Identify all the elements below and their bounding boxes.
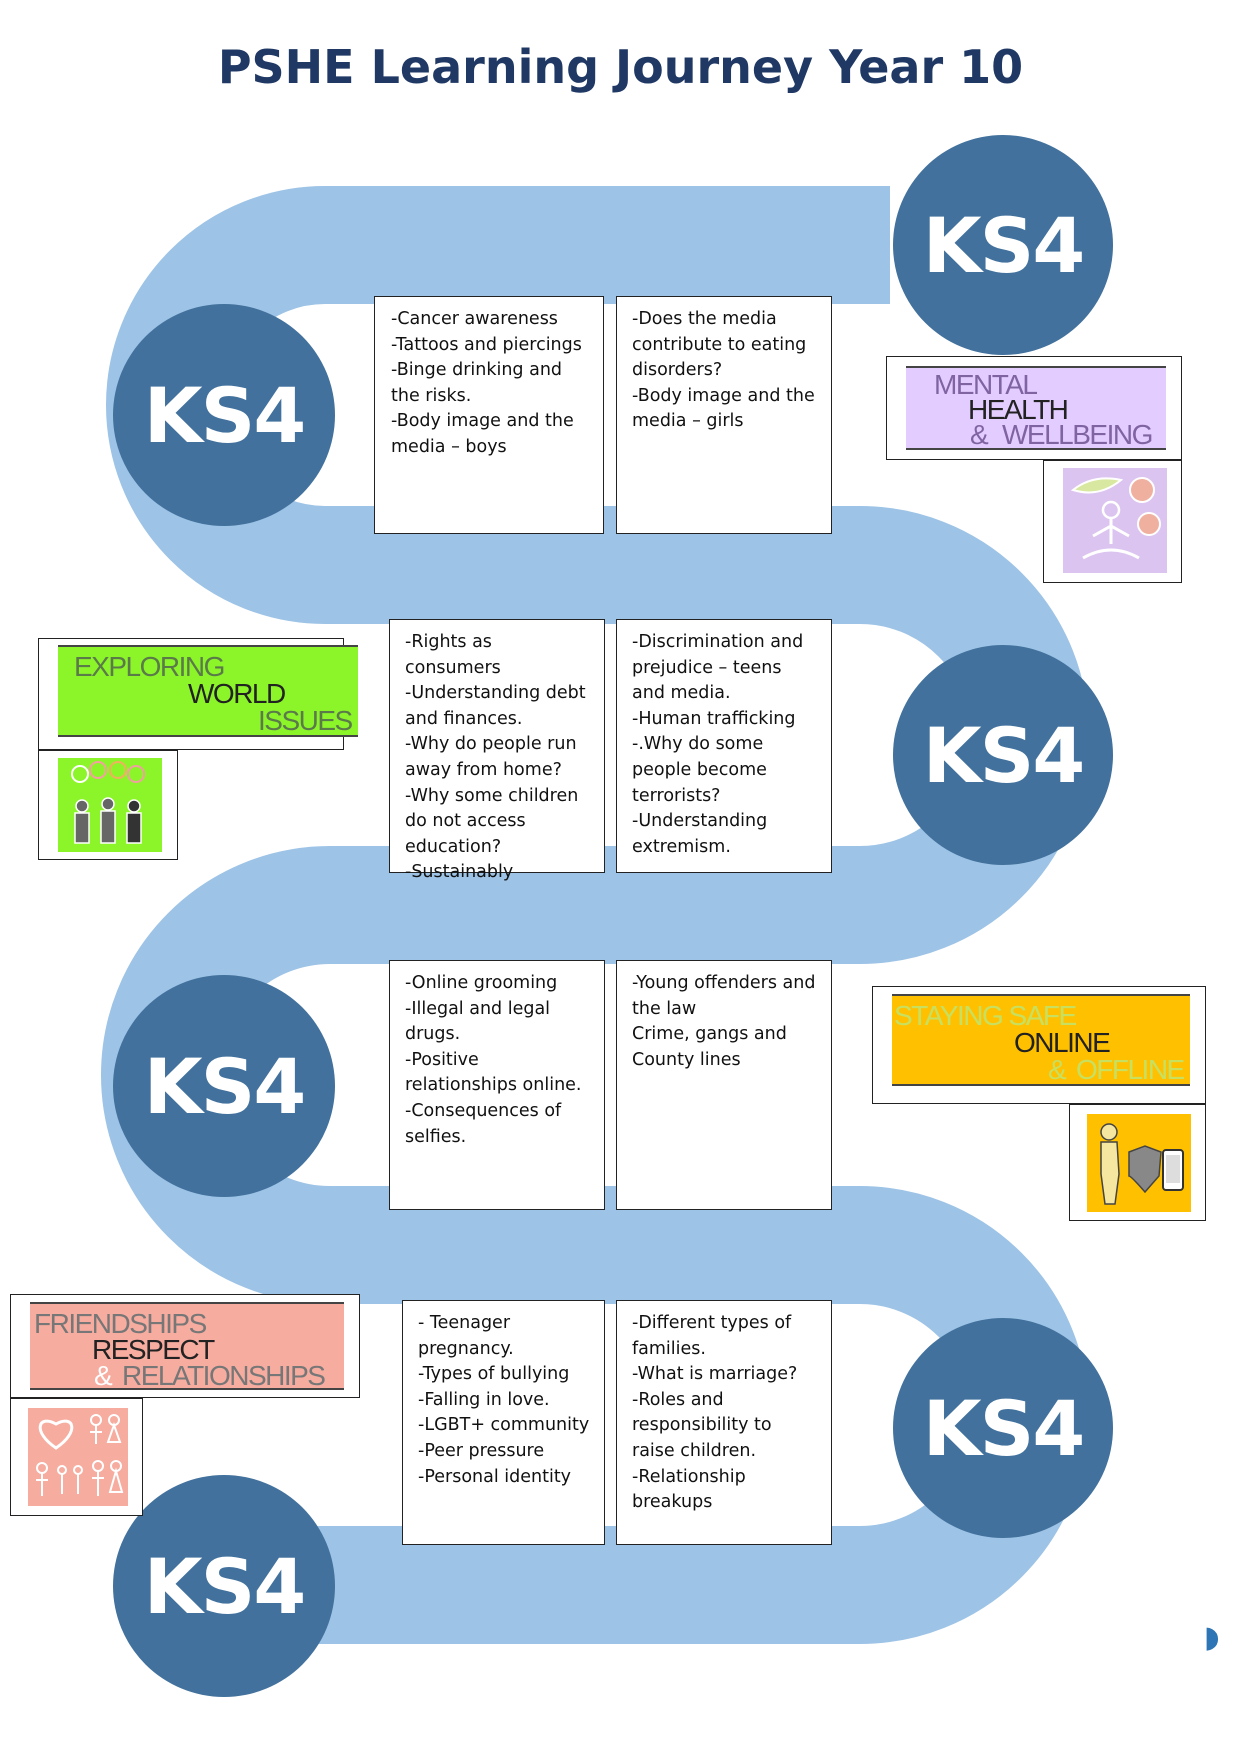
ks4-label: KS4 [922,1383,1086,1473]
banner-amp: & [1048,1054,1067,1085]
ks4-label: KS4 [922,200,1086,290]
banner-line-1: FRIENDSHIPS [34,1308,207,1339]
banner-line-1: STAYING SAFE [894,1000,1077,1031]
topic-box-6: -Young offenders and the law Crime, gang… [616,960,832,1210]
ks4-circle-2: KS4 [113,304,335,526]
ks4-circle-5: KS4 [893,1318,1113,1538]
topic-box-1: -Cancer awareness -Tattoos and piercings… [374,296,604,534]
topic-box-8: -Different types of families. -What is m… [616,1300,832,1545]
ks4-circle-3: KS4 [893,645,1113,865]
ks4-label: KS4 [143,1041,307,1131]
friendships-banner: FRIENDSHIPS RESPECT & RELATIONSHIPS [30,1302,344,1390]
banner-line-3: WELLBEING [1002,419,1153,450]
ks4-circle-6: KS4 [113,1475,335,1697]
shield-phone-icon [1087,1114,1191,1212]
heart-family-icon [28,1408,128,1506]
ks4-label: KS4 [143,370,307,460]
banner-line-2: ONLINE [1014,1027,1111,1058]
topic-box-3: -Rights as consumers -Understanding debt… [389,619,605,882]
meditation-icon [1063,468,1167,573]
banner-line-3: ISSUES [258,705,353,736]
edge-logo-fragment: ◗ [1204,1620,1220,1655]
banner-amp: & [94,1360,113,1391]
topic-box-4: -Discrimination and prejudice – teens an… [616,619,832,873]
topic-box-7: - Teenager pregnancy. -Types of bullying… [402,1300,605,1545]
topic-box-5: -Online grooming -Illegal and legal drug… [389,960,605,1210]
page-title: PSHE Learning Journey Year 10 [217,40,1024,94]
ks4-label: KS4 [922,710,1086,800]
ks4-label: KS4 [143,1541,307,1631]
banner-line-3: RELATIONSHIPS [122,1360,326,1391]
people-balloons-icon [58,758,162,852]
banner-line-3: OFFLINE [1076,1054,1185,1085]
banner-amp: & [970,419,989,450]
ks4-circle-4: KS4 [113,975,335,1197]
mental-health-banner: MENTAL HEALTH & WELLBEING [906,366,1166,450]
banner-line-2: HEALTH [968,394,1069,425]
world-issues-banner: EXPLORING WORLD ISSUES [58,645,358,737]
topic-box-2: -Does the media contribute to eating dis… [616,296,832,534]
banner-line-1: MENTAL [934,369,1038,400]
banner-line-2: WORLD [188,678,286,709]
banner-line-2: RESPECT [92,1334,215,1365]
ks4-circle-1: KS4 [893,135,1113,355]
banner-line-1: EXPLORING [74,651,225,682]
staying-safe-banner: STAYING SAFE ONLINE & OFFLINE [892,994,1190,1086]
